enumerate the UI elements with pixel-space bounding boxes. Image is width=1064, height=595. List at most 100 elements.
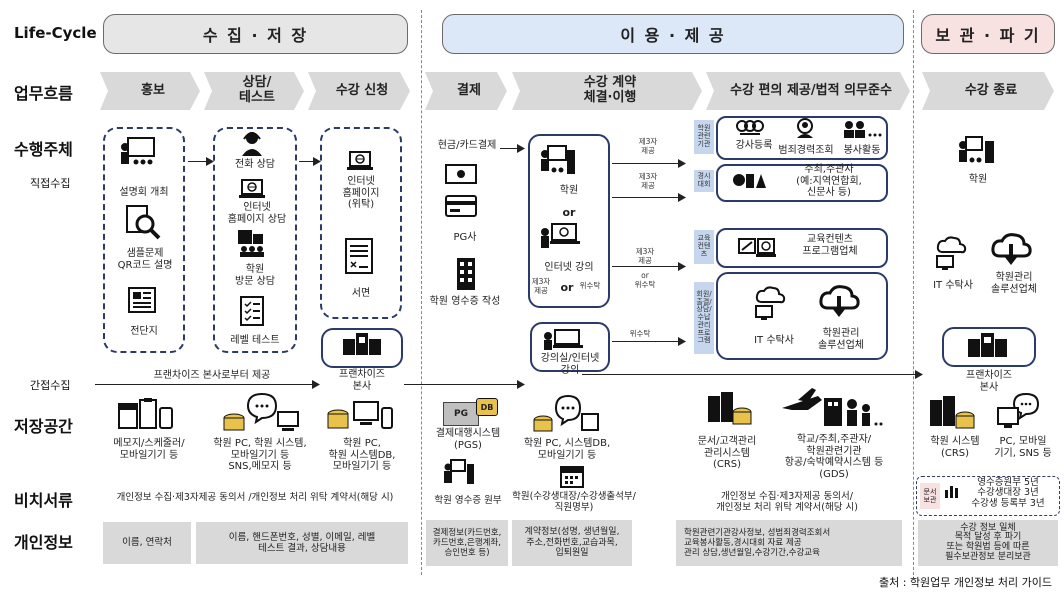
service-tag-management: 회원/ 출결/ 상담/ 수납 관리 프로 그램 — [694, 282, 714, 354]
gds-travel-icon — [782, 388, 883, 426]
calendar-icon — [560, 466, 584, 488]
arrow-third-1 — [612, 163, 680, 164]
pc-db-devices-icon — [533, 394, 599, 432]
apply-franchise: 프랜차이즈 본사 — [339, 369, 385, 392]
consult-visit: 학원 방문 상담 — [235, 264, 275, 287]
service-content-program: 교육컨텐츠 프로그램업체 — [802, 234, 858, 257]
arrow-consult-apply — [299, 161, 317, 162]
end-solution-vendor: 학원관리 솔루션업체 — [991, 272, 1037, 295]
arrow-consign — [612, 341, 680, 342]
service-tag-contest: 경시 대회 — [694, 170, 714, 192]
arrow-head — [517, 144, 525, 153]
cloud-computer-icon — [936, 236, 967, 270]
arrow-promo-consult — [188, 161, 210, 162]
arrow-head — [313, 157, 321, 166]
storage-crs-2: 학원 시스템 (CRS) — [930, 436, 980, 459]
actor-label: 수행주체 — [14, 140, 73, 159]
scheduler-devices-icon — [118, 398, 173, 429]
cloud-download-icon — [991, 233, 1032, 265]
service-solution-vendor: 학원관리 솔루션업체 — [818, 328, 864, 351]
consult-group — [213, 127, 297, 353]
arrow-consign-label: 위수탁 — [629, 329, 651, 338]
workflow-apply: 수강 신청 — [308, 72, 410, 110]
storage-pc-3: 학원 PC, 시스템DB, 모바일기기 등 — [523, 438, 611, 461]
credit-card-icon — [445, 195, 477, 217]
promo-leaflet: 전단지 — [130, 326, 158, 337]
contract-academy: 학원 — [559, 185, 579, 196]
documents-consent-2: 개인정보 수집·제3자제공 동의서/ 개인정보 처리 위탁 계약서(해당 시) — [716, 491, 858, 513]
arrow-head — [678, 159, 686, 168]
arrow-head — [312, 380, 320, 389]
arrow-head — [678, 262, 686, 271]
storage-pc-4: PC, 모바일 기기, SNS 등 — [994, 436, 1052, 459]
apply-paper: 서면 — [351, 288, 371, 299]
documents-label: 비치서류 — [14, 491, 73, 510]
service-management-box — [716, 272, 888, 360]
workflow-end: 수강 종료 — [922, 72, 1054, 110]
storage-pgs: 결제대행시스템 (PGS) — [435, 428, 501, 451]
workflow-contract: 수강 계약 체결·이행 — [512, 72, 702, 110]
online-lecture-icon — [544, 329, 583, 350]
service-lecturer: 강사등록 — [735, 140, 773, 151]
end-academy: 학원 — [968, 174, 988, 185]
db-pc-icon — [327, 401, 393, 429]
crime-check-icon — [797, 118, 813, 138]
contract-online: 인터넷 강의 — [544, 262, 594, 273]
arrow-indirect-collect — [95, 384, 315, 385]
promo-group — [103, 127, 185, 353]
online-lecture-icon — [541, 223, 580, 248]
pc-chat-icon — [997, 392, 1040, 428]
service-crime-check: 범죄경력조회 — [778, 145, 834, 156]
cloud-computer-icon — [755, 286, 786, 320]
personal-service: 학원관련기관강사정보, 성범죄경력조회서 교육봉사활동,경시대회 자료 제공 관… — [676, 520, 902, 566]
consult-phone: 전화 상담 — [235, 159, 275, 170]
personal-info-label: 개인정보 — [14, 533, 73, 552]
arrow-head — [678, 337, 686, 346]
phase-collect: 수 집 · 저 장 — [103, 14, 408, 54]
db-badge: DB — [476, 398, 498, 416]
personal-payment: 결제정보(카드번호, 카드번호,은행계좌, 승인번호 등) — [426, 520, 508, 566]
contract-third-party: 제3자 제공 — [531, 277, 551, 295]
service-contest-box — [716, 164, 888, 202]
volunteer-group-icon — [844, 121, 882, 138]
service-tag-content: 교육 컨텐 츠 — [694, 230, 714, 264]
headset-person-icon — [242, 132, 262, 156]
presenter-icon — [959, 136, 994, 163]
documents-receipt-ledger: 학원 영수증 원부 — [434, 495, 502, 506]
arrow-head — [915, 370, 923, 379]
presenter-icon — [121, 137, 155, 165]
lecturer-group-icon — [736, 120, 764, 135]
storage-pc-1: 학원 PC, 학원 시스템, 모바일기기 등 SNS,메모지 등 — [213, 438, 307, 472]
workflow-service: 수강 편의 제공/법적 의무준수 — [706, 72, 910, 110]
documents-retention-periods: 영수증원부 5년 수강생대장 3년 수강생 등록부 3년 — [971, 477, 1045, 509]
personal-end: 수강 정보 일체 목적 달성 후 파기 또는 학원법 등에 따른 필수보관정보 … — [918, 520, 1058, 566]
arrow-head — [517, 380, 525, 389]
form-document-icon — [345, 238, 373, 274]
storage-pc-2: 학원 PC, 학원 시스템DB, 모바일기기 등 — [328, 438, 396, 472]
documents-consent-1: 개인정보 수집·제3자제공 동의서 /개인정보 처리 위탁 계약서(해당 시) — [116, 492, 394, 503]
cash-icon — [445, 164, 477, 184]
contract-classroom-box — [530, 322, 610, 372]
laptop-globe-icon — [239, 179, 265, 198]
service-tag-institution: 학원 관련 기관 — [694, 120, 714, 154]
content-program-icon — [738, 238, 776, 257]
crs-building-db-icon — [930, 396, 975, 429]
arrow-head — [206, 157, 214, 166]
arrow-third-1-label: 제3자 제공 — [638, 137, 658, 155]
documents-keep-tag: 문서 보관 — [920, 483, 940, 509]
contract-classroom: 강의실/인터넷 강의 — [540, 353, 600, 376]
workflow-label: 업무흐름 — [14, 84, 73, 103]
separator-collect-use — [421, 10, 422, 575]
pc-db-devices-icon — [223, 392, 299, 431]
apply-web: 인터넷 홈페이지 (위탁) — [342, 176, 380, 210]
storage-gds: 학교/주최,주관자/ 학원관련기관 항공/숙박예약시스템 등 (GDS) — [784, 434, 884, 480]
phase-keep: 보 관 · 파 기 — [921, 14, 1055, 54]
academy-building-icon — [238, 230, 264, 257]
apply-franchise-box — [321, 328, 403, 368]
separator-use-keep — [913, 10, 914, 575]
franchise-building-icon — [968, 333, 1007, 357]
apply-group — [320, 127, 402, 319]
workflow-consult: 상담/ 테스트 — [204, 72, 304, 110]
promo-sample-qr: 샘플문제 QR코드 설명 — [117, 248, 173, 271]
presenter-icon — [541, 145, 575, 174]
